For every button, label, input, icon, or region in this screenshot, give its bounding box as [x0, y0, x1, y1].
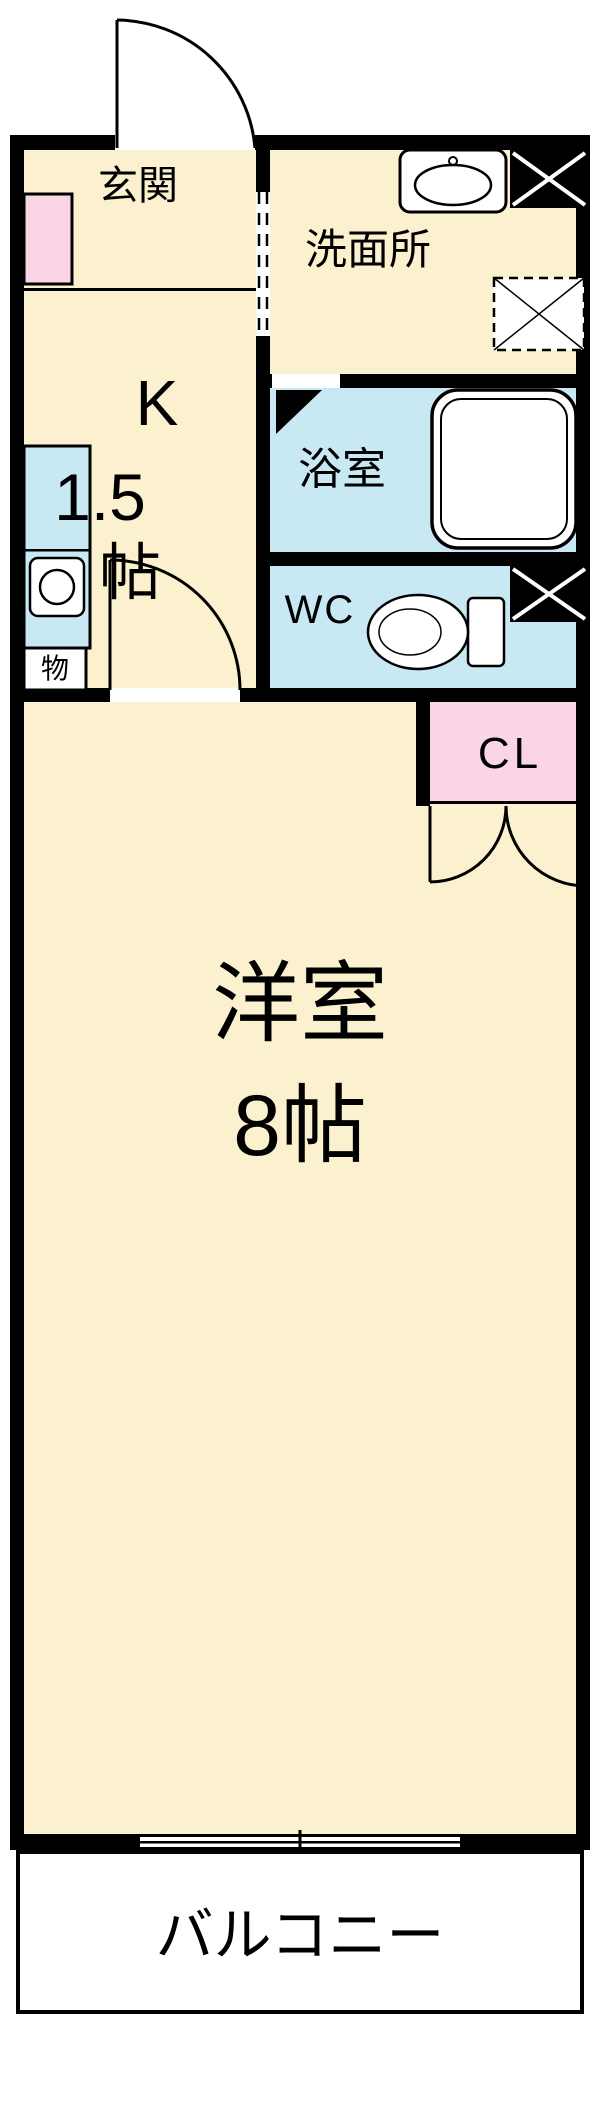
bathtub [430, 388, 578, 550]
bath-door-opening [272, 374, 340, 388]
closet-door-arc-right [504, 805, 587, 888]
pipe-shaft-top [510, 150, 588, 208]
stove-burner-icon [38, 568, 76, 606]
label-wc: WC [284, 588, 356, 632]
vanity-sink [398, 148, 508, 214]
kitchen-door-opening [110, 688, 240, 702]
label-kitchen-unit: 帖 [98, 539, 162, 608]
closet-door-arc-left [429, 805, 508, 884]
label-kitchen-size: 1.5 [54, 460, 146, 534]
kitchen-door-arc [109, 558, 242, 691]
entrance-door-arc [116, 18, 257, 149]
bath-door-mark [276, 390, 322, 434]
balcony-outline [16, 1850, 584, 2014]
entrance-door-leaf [115, 20, 119, 148]
kitchen-counter [22, 444, 92, 650]
label-balcony: バルコニー [155, 1903, 445, 1968]
shoe-cabinet [22, 192, 74, 286]
entrance-opening [115, 135, 255, 150]
entrance-door [115, 18, 257, 149]
stove-unit [28, 556, 86, 618]
sliding-partition-dashes [257, 192, 269, 336]
label-bath: 浴室 [298, 445, 386, 494]
window-bottom [140, 1830, 460, 1854]
toilet [366, 593, 506, 671]
kitchen-door-leaf [108, 560, 112, 690]
kitchen-door [108, 558, 242, 691]
label-storage: 物 [40, 653, 70, 684]
storage-box [22, 646, 88, 692]
pipe-shaft-wc [510, 566, 588, 622]
label-genkan: 玄関 [98, 164, 178, 208]
label-main-room: 洋室 [211, 954, 389, 1053]
washing-machine-pan [492, 276, 586, 352]
label-senmenjo: 洗面所 [304, 226, 432, 273]
closet-doors [428, 805, 588, 888]
label-main-size: 8帖 [233, 1078, 367, 1174]
main-room-floor [24, 702, 576, 1834]
label-kitchen-k: K [135, 367, 179, 439]
label-closet: CL [477, 729, 543, 778]
closet-floor [430, 702, 576, 803]
